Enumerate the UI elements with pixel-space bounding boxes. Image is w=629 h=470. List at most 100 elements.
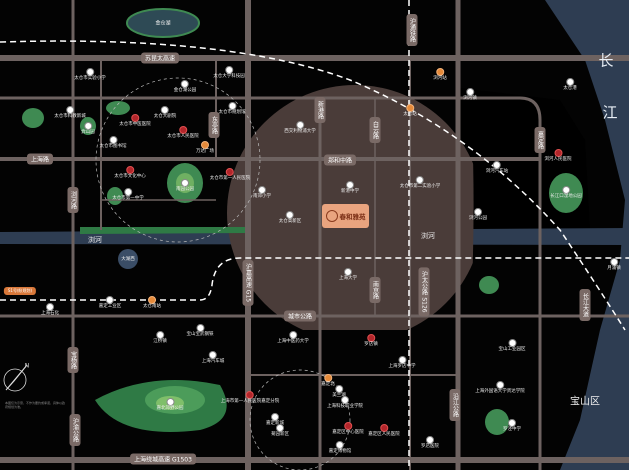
compass-label: N (24, 362, 30, 370)
map-disclaimer: 本图仅为示意，不作为要约或承诺，具体以政府规划为准。 (5, 401, 66, 409)
project-marker[interactable]: 春和雅苑 (322, 204, 369, 228)
poi-label: 南园公园 (176, 187, 194, 192)
road-label: 上海绕城高速 G1503 (130, 453, 196, 465)
poi-marker[interactable]: 太仓大学科技园 (213, 66, 245, 80)
poi-marker[interactable]: 上海石化 (41, 303, 59, 317)
poi-icon (124, 188, 132, 196)
poi-marker[interactable]: 上海市第一人民医院嘉定分院 (221, 391, 279, 405)
poi-marker[interactable]: 太仓市中医医院 (119, 114, 151, 128)
poi-marker[interactable]: 太仓市文化中心 (114, 166, 146, 180)
hospital-icon (380, 424, 388, 432)
poi-marker[interactable]: 太仓市第二实验小学 (399, 176, 441, 190)
poi-icon (201, 141, 209, 149)
station-marker[interactable]: 嘉定北 (321, 374, 335, 388)
poi-marker[interactable]: 罗泾中学 (503, 419, 521, 433)
poi-marker[interactable]: 弇山园 (81, 122, 95, 136)
poi-marker[interactable]: 宝山宝武钢铁 (187, 324, 214, 338)
poi-marker[interactable]: 太仓市科教新城 (54, 106, 86, 120)
poi-marker[interactable]: 嘉定工业区 (99, 296, 121, 310)
road-label: 沪嘉高速 G15 (242, 259, 254, 307)
poi-icon (46, 303, 54, 311)
poi-icon (335, 385, 343, 393)
station-marker[interactable]: 浏河站 (433, 68, 447, 82)
poi-marker[interactable]: 太仓港 (563, 78, 577, 92)
poi-marker[interactable]: 万达广场 (196, 141, 214, 155)
poi-marker[interactable]: 上海罗店中学 (389, 356, 416, 370)
poi-label: 菊园新区 (271, 432, 289, 437)
poi-icon (346, 181, 354, 189)
poi-icon (84, 122, 92, 130)
poi-marker[interactable]: 南郊小学 (253, 186, 271, 200)
poi-icon (566, 78, 574, 86)
poi-marker[interactable]: 太仓市图书馆 (100, 136, 127, 150)
poi-marker[interactable]: 太仓市人民医院 (167, 126, 199, 140)
road-label: 新港路 (314, 97, 326, 123)
poi-label: 上海罗店中学 (388, 364, 416, 369)
poi-marker[interactable]: 新港中学 (341, 181, 359, 195)
poi-marker[interactable]: 太仓市实验小学 (74, 68, 106, 82)
poi-marker[interactable]: 嘉定区人民医院 (368, 424, 400, 438)
poi-marker[interactable]: 嘉定区中心医院 (332, 422, 364, 436)
poi-marker[interactable]: 嘉定新城 (266, 413, 284, 427)
poi-icon (86, 68, 94, 76)
poi-label: 浏河汽车站 (485, 169, 509, 174)
poi-marker[interactable]: 罗店医院 (421, 436, 439, 450)
poi-marker[interactable]: 金仓湖公园 (174, 80, 196, 94)
poi-icon (341, 396, 349, 404)
poi-marker[interactable]: 太仓市规划馆 (219, 102, 246, 116)
poi-label: 月浦镇 (607, 266, 621, 271)
poi-label: 太仓市科教新城 (54, 114, 86, 119)
poi-label: 太仓市图书馆 (99, 144, 127, 149)
poi-label: 罗泾中学 (503, 427, 521, 432)
poi-label: 太仓市规划馆 (218, 110, 246, 115)
poi-label: 太仓市文化中心 (114, 174, 146, 179)
poi-icon (286, 211, 294, 219)
poi-label: 长江口湿地公园 (550, 194, 582, 199)
poi-marker[interactable]: 西交利物浦大学 (284, 121, 316, 135)
poi-marker[interactable]: 罗店镇 (364, 334, 378, 348)
poi-marker[interactable]: 美兰湖 (332, 385, 346, 399)
poi-icon (109, 136, 117, 144)
poi-marker[interactable]: 上海中医药大学 (277, 331, 309, 345)
poi-marker[interactable]: 太仓市第一中学 (112, 188, 144, 202)
poi-label: 上海大学 (339, 276, 357, 281)
poi-marker[interactable]: 太仓市第一人民医院 (210, 168, 250, 182)
pond-label: 大湖西 (121, 257, 135, 262)
poi-marker[interactable]: 嘉定博物馆 (329, 441, 351, 455)
lake-label: 金仓湖 (155, 20, 171, 27)
poi-icon (508, 339, 516, 347)
poi-marker[interactable]: 上海外国语大学贤达学院 (475, 381, 525, 395)
road-label: 嘉定路 (534, 127, 546, 153)
poi-marker[interactable]: 上海大学 (339, 268, 357, 282)
poi-marker[interactable]: 月浦镇 (607, 258, 621, 272)
poi-label: 嘉定新城 (266, 421, 284, 426)
poi-marker[interactable]: 上海汽车城 (202, 351, 224, 365)
poi-marker[interactable]: 宝山工业园区 (499, 339, 526, 353)
poi-marker[interactable]: 太仓高新区 (279, 211, 301, 225)
station-marker[interactable]: 太仓南站 (143, 296, 161, 310)
poi-marker[interactable]: 太仓大剧院 (154, 106, 176, 120)
poi-marker[interactable]: 上海科技职业学院 (327, 396, 363, 410)
poi-label: 罗店镇 (364, 342, 378, 347)
poi-marker[interactable]: 嘉北郊野公园 (157, 398, 184, 412)
poi-marker[interactable]: 浏河公园 (469, 208, 487, 222)
poi-label: 太仓市第二实验小学 (399, 184, 441, 189)
poi-marker[interactable]: 浏河镇 (463, 88, 477, 102)
poi-label: 江桥镇 (153, 339, 167, 344)
poi-marker[interactable]: 菊园新区 (271, 424, 289, 438)
poi-marker[interactable]: 南园公园 (176, 179, 194, 193)
station-label: 浏河站 (433, 76, 447, 81)
poi-marker[interactable]: 浏河人民医院 (545, 149, 572, 163)
hospital-icon (226, 168, 234, 176)
hospital-icon (344, 422, 352, 430)
poi-marker[interactable]: 江桥镇 (153, 331, 167, 345)
yangtze-river (545, 0, 629, 470)
poi-marker[interactable]: 长江口湿地公园 (550, 186, 582, 200)
poi-marker[interactable]: 浏河汽车站 (485, 161, 509, 175)
poi-icon (196, 324, 204, 332)
poi-label: 上海外国语大学贤达学院 (475, 389, 525, 394)
poi-icon (181, 80, 189, 88)
metro-label: S1号线(规划) (3, 287, 37, 295)
station-marker[interactable]: 太仓站 (403, 104, 417, 118)
